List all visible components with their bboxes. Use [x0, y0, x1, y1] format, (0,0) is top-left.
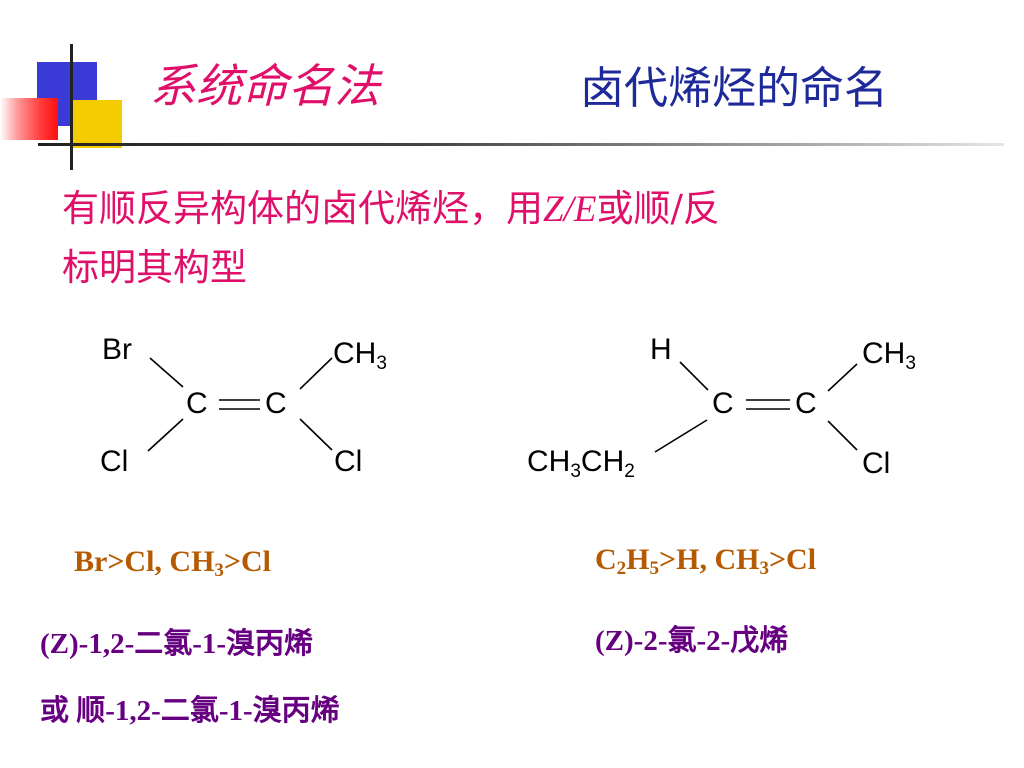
mol2-bond-h — [679, 361, 709, 391]
mol1-ch3-main: CH — [333, 337, 377, 370]
mol2-bond-ethyl — [654, 419, 708, 453]
mol2-priority-rule: C2H5>H, CH3>Cl — [595, 543, 816, 580]
mol2-priority-p4: >Cl — [768, 543, 817, 576]
mol2-priority-s1: 2 — [616, 558, 627, 579]
mol2-name-z: (Z)-2-氯-2-戊烯 — [595, 625, 789, 657]
mol1-priority-rule: Br>Cl, CH3>Cl — [74, 545, 271, 582]
mol1-name-z: (Z)-1,2-二氯-1-溴丙烯 — [40, 628, 314, 660]
title-system-naming: 系统命名法 — [150, 59, 380, 113]
mol2-atom-h: H — [650, 333, 672, 366]
mol2-carbon-right: C — [795, 387, 817, 420]
mol2-group-ethyl: CH3CH2 — [527, 445, 635, 483]
mol2-priority-p2: H — [626, 543, 650, 576]
mol2-priority-s3: 3 — [759, 558, 769, 579]
mol2-priority-p3: >H, CH — [659, 543, 760, 576]
intro-ze-italic: Z/E — [543, 189, 597, 230]
mol2-ch3-sub: 3 — [905, 353, 916, 374]
mol1-atom-br: Br — [102, 333, 132, 366]
mol1-priority-part1: Br>Cl, CH — [74, 545, 215, 578]
mol2-carbon-left: C — [712, 387, 734, 420]
mol1-ch3-sub: 3 — [376, 353, 387, 374]
mol1-bond-br — [149, 357, 184, 388]
mol1-bond-cl-left — [147, 418, 184, 452]
mol1-priority-sub: 3 — [214, 560, 224, 581]
mol2-priority-p1: C — [595, 543, 617, 576]
title-haloalkene-naming: 卤代烯烃的命名 — [580, 63, 888, 114]
mol1-priority-part2: >Cl — [223, 545, 272, 578]
intro-text: 有顺反异构体的卤代烯烃，用Z/E或顺/反 标明其构型 — [62, 180, 992, 297]
mol2-group-ch3: CH3 — [862, 337, 916, 375]
mol2-bond-ch3 — [827, 363, 858, 392]
mol2-ethyl-ch2-main: CH — [580, 445, 625, 478]
mol2-ethyl-ch3-sub: 3 — [570, 461, 581, 482]
mol1-carbon-left: C — [186, 387, 208, 420]
mol1-atom-cl-right: Cl — [334, 445, 363, 478]
intro-line1-suffix: 或顺/反 — [596, 187, 720, 230]
intro-line2: 标明其构型 — [62, 246, 247, 289]
mol1-bond-ch3 — [299, 357, 333, 390]
mol1-name-cis: 或 顺-1,2-二氯-1-溴丙烯 — [40, 695, 340, 727]
mol2-atom-cl-right: Cl — [862, 447, 891, 480]
mol2-priority-s2: 5 — [649, 558, 660, 579]
decor-yellow-square — [72, 100, 122, 148]
mol2-ethyl-ch3-main: CH — [527, 445, 571, 478]
mol1-atom-cl-left: Cl — [100, 445, 129, 478]
mol2-ch3-main: CH — [862, 337, 906, 370]
intro-line1-prefix: 有顺反异构体的卤代烯烃，用 — [62, 187, 543, 230]
mol1-carbon-right: C — [265, 387, 287, 420]
decor-horizontal-rule — [38, 143, 1004, 146]
mol2-bond-cl-right — [827, 420, 858, 451]
mol1-group-ch3: CH3 — [333, 337, 387, 375]
decor-vertical-line — [70, 44, 73, 170]
mol1-bond-cl-right — [299, 418, 333, 451]
mol2-ethyl-ch2-sub: 2 — [624, 461, 635, 482]
decor-red-gradient-bar — [0, 98, 58, 140]
